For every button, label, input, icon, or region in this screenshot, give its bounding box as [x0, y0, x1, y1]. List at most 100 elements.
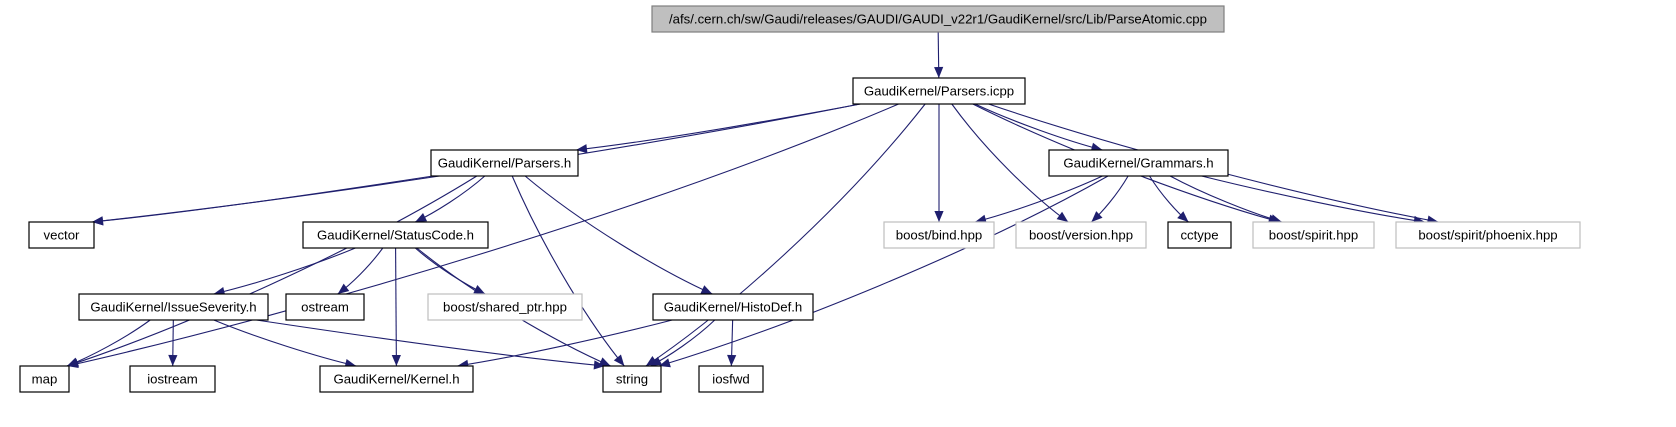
graph-edge-grammars-h-to-boost-spirit [1169, 175, 1283, 223]
graph-edge-histodef-h-to-kernel-h [457, 319, 673, 367]
graph-node-string[interactable]: string [602, 365, 662, 393]
node-box [1252, 221, 1375, 249]
graph-edge-parsers-h-to-vector [91, 175, 434, 223]
node-layer: /afs/.cern.ch/sw/Gaudi/releases/GAUDI/GA… [19, 5, 1581, 393]
graph-node-parsers-icpp[interactable]: GaudiKernel/Parsers.icpp [852, 77, 1026, 105]
graph-node-issuesev-h[interactable]: GaudiKernel/IssueSeverity.h [78, 293, 269, 321]
node-label: boost/bind.hpp [896, 227, 983, 242]
node-label: cctype [1180, 227, 1218, 242]
node-label: vector [44, 227, 81, 242]
arrowhead-kernel-h [391, 354, 401, 366]
graph-node-iosfwd[interactable]: iosfwd [698, 365, 764, 393]
node-label: GaudiKernel/Parsers.h [438, 155, 571, 170]
arrowhead-statuscode-h [415, 213, 428, 222]
arrowhead-cctype [1177, 211, 1189, 222]
node-box [430, 149, 579, 177]
node-box [285, 293, 365, 321]
node-box [319, 365, 474, 393]
graph-edge-issuesev-h-to-kernel-h [213, 319, 357, 367]
graph-node-statuscode-h[interactable]: GaudiKernel/StatusCode.h [302, 221, 489, 249]
graph-edge-statuscode-h-to-issuesev-h [213, 247, 356, 295]
arrowhead-string [613, 354, 625, 366]
node-label: boost/shared_ptr.hpp [443, 299, 567, 314]
graph-edge-grammars-h-to-boost-bind [974, 175, 1103, 223]
graph-node-boost-bind[interactable]: boost/bind.hpp [883, 221, 995, 249]
graph-node-root[interactable]: /afs/.cern.ch/sw/Gaudi/releases/GAUDI/GA… [651, 5, 1225, 33]
node-label: GaudiKernel/Parsers.icpp [864, 83, 1014, 98]
node-label: ostream [301, 299, 349, 314]
graph-edge-parsers-icpp-to-map [66, 103, 899, 367]
graph-edge-parsers-icpp-to-grammars-h [974, 103, 1103, 151]
node-box [652, 293, 814, 321]
graph-node-parsers-h[interactable]: GaudiKernel/Parsers.h [430, 149, 579, 177]
graph-node-iostream[interactable]: iostream [129, 365, 216, 393]
node-label: boost/spirit.hpp [1269, 227, 1358, 242]
arrowhead-boost-version [1091, 211, 1103, 222]
graph-node-map[interactable]: map [19, 365, 70, 393]
node-label: GaudiKernel/HistoDef.h [664, 299, 803, 314]
graph-edge-parsers-icpp-to-parsers-h [575, 103, 861, 151]
node-box [1015, 221, 1147, 249]
node-box [302, 221, 489, 249]
graph-node-grammars-h[interactable]: GaudiKernel/Grammars.h [1048, 149, 1229, 177]
node-box [427, 293, 583, 321]
arrowhead-boost-version [1056, 211, 1069, 222]
arrowhead-iostream [168, 354, 178, 366]
graph-edge-issuesev-h-to-string [256, 319, 606, 367]
graph-node-histodef-h[interactable]: GaudiKernel/HistoDef.h [652, 293, 814, 321]
graph-edge-parsers-h-to-statuscode-h [414, 175, 486, 223]
node-label: GaudiKernel/Grammars.h [1063, 155, 1213, 170]
arrowhead-ostream [337, 283, 350, 294]
node-box [1167, 221, 1232, 249]
node-box [129, 365, 216, 393]
graph-edge-issuesev-h-to-map [66, 319, 151, 367]
graph-node-vector[interactable]: vector [28, 221, 95, 249]
graph-node-boost-spirit[interactable]: boost/spirit.hpp [1252, 221, 1375, 249]
node-box [602, 365, 662, 393]
node-box [852, 77, 1026, 105]
graph-node-boost-shared[interactable]: boost/shared_ptr.hpp [427, 293, 583, 321]
node-label: map [32, 371, 58, 386]
node-label: boost/version.hpp [1029, 227, 1133, 242]
node-box [651, 5, 1225, 33]
arrowhead-iosfwd [727, 354, 737, 366]
arrowhead-string [598, 357, 611, 366]
arrowhead-string [659, 358, 671, 368]
node-label: GaudiKernel/StatusCode.h [317, 227, 474, 242]
graph-edge-parsers-h-to-histodef-h [524, 175, 713, 295]
graph-edge-parsers-h-to-map [66, 175, 478, 367]
node-box [883, 221, 995, 249]
arrowhead-parsers-icpp [934, 66, 944, 78]
graph-node-boost-phoenix[interactable]: boost/spirit/phoenix.hpp [1395, 221, 1581, 249]
graph-edge-parsers-icpp-to-string [645, 103, 926, 367]
graph-edge-parsers-h-to-string [511, 175, 625, 367]
graph-node-boost-version[interactable]: boost/version.hpp [1015, 221, 1147, 249]
node-box [28, 221, 95, 249]
graph-node-ostream[interactable]: ostream [285, 293, 365, 321]
node-label: GaudiKernel/IssueSeverity.h [90, 299, 256, 314]
node-box [698, 365, 764, 393]
graph-node-cctype[interactable]: cctype [1167, 221, 1232, 249]
node-box [19, 365, 70, 393]
node-box [1048, 149, 1229, 177]
arrowhead-string [650, 356, 663, 366]
graph-edge-grammars-h-to-boost-phoenix [1201, 175, 1425, 223]
node-box [1395, 221, 1581, 249]
node-label: iosfwd [712, 371, 749, 386]
graph-edge-grammars-h-to-string [658, 175, 1109, 367]
node-label: GaudiKernel/Kernel.h [333, 371, 459, 386]
graph-node-kernel-h[interactable]: GaudiKernel/Kernel.h [319, 365, 474, 393]
arrowhead-parsers-h [576, 144, 588, 154]
arrowhead-vector [92, 216, 104, 226]
node-label: string [616, 371, 648, 386]
arrowhead-string [593, 360, 605, 370]
arrowhead-histodef-h [700, 285, 713, 294]
arrowhead-boost-bind [934, 211, 944, 222]
node-label: iostream [147, 371, 198, 386]
graph-edge-statuscode-h-to-kernel-h [395, 247, 397, 367]
graph-edge-parsers-icpp-to-boost-version [951, 103, 1069, 223]
arrowhead-map [67, 357, 79, 367]
node-label: boost/spirit/phoenix.hpp [1418, 227, 1557, 242]
